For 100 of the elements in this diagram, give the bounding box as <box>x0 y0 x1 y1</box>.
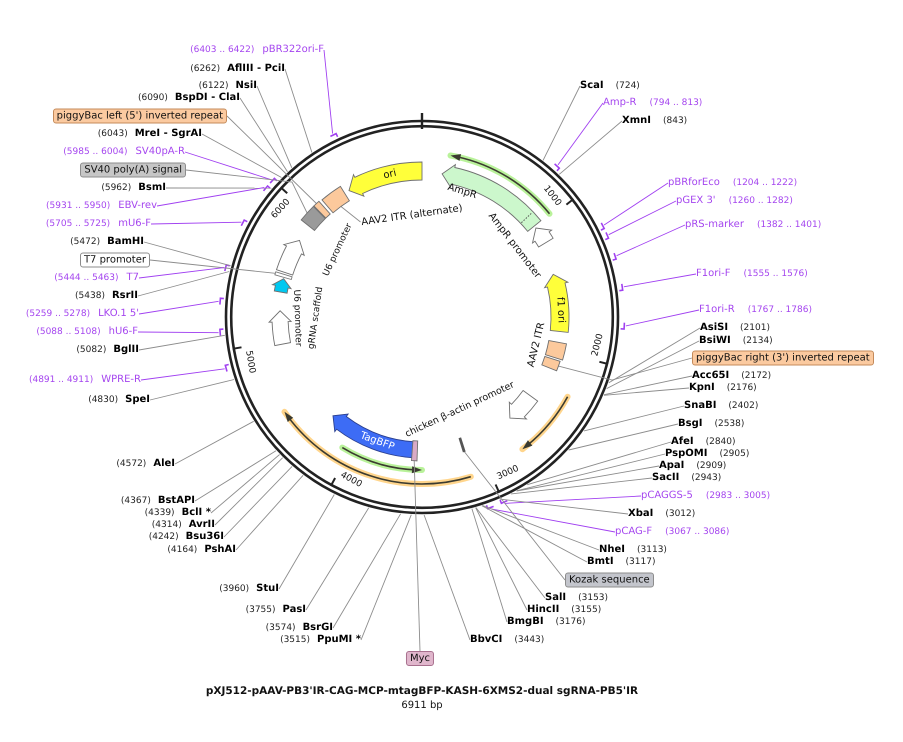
leader-line <box>568 424 678 450</box>
feature-label: SV40 poly(A) signal <box>80 162 186 178</box>
leader-line <box>481 505 588 562</box>
primer-name: F1ori-R <box>699 304 735 316</box>
enzyme-name: XmnI <box>622 115 651 127</box>
enzyme-name: SnaBI <box>684 400 716 412</box>
leader-line <box>526 442 672 486</box>
cut-site-position: (3443) <box>514 634 544 646</box>
cut-site-position: (2905) <box>719 448 750 460</box>
enzyme-name: BsiWI <box>699 335 731 347</box>
cut-site-position: (3012) <box>665 508 696 520</box>
enzyme-name: ScaI <box>580 80 604 92</box>
sequence-length: 6911 bp <box>401 699 443 712</box>
cut-site-position: (4339) <box>144 507 175 519</box>
feature-name: gRNA scaffold <box>306 286 326 350</box>
leader-line <box>504 496 642 504</box>
enzyme-name: PpuMI * <box>317 634 361 646</box>
leader-line <box>542 86 580 161</box>
primer-position: (1382 .. 1401) <box>756 219 822 231</box>
enzyme-name: ApaI <box>659 460 684 472</box>
primer-position: (1555 .. 1576) <box>743 268 808 280</box>
enzyme-name: BclI * <box>182 507 211 519</box>
primer-name: T7 <box>126 272 139 284</box>
primer-position: (5985 .. 6004) <box>63 146 128 158</box>
leader-line <box>194 450 276 502</box>
cut-site-position: (6090) <box>138 92 168 104</box>
leader-line <box>414 460 420 652</box>
leader-line <box>471 508 508 622</box>
leader-line <box>150 222 242 224</box>
leader-line <box>138 267 225 278</box>
enzyme-name: SpeI <box>125 394 150 406</box>
primer-name: Amp-R <box>603 97 636 109</box>
cut-site-position: (2176) <box>726 382 757 394</box>
leader-line <box>156 187 265 206</box>
leader-line <box>150 379 235 400</box>
primer-position: (6403 .. 6422) <box>190 44 254 56</box>
enzyme-name: BsgI <box>678 418 702 430</box>
enzyme-name: PspOMI <box>665 448 708 460</box>
cut-site-position: (6122) <box>198 80 229 92</box>
scale-label: 2000 <box>590 333 606 358</box>
cut-site-position: (5082) <box>76 344 106 356</box>
primer-position: (5705 .. 5725) <box>46 218 110 230</box>
cut-site-position: (3515) <box>280 634 310 646</box>
leader-line <box>424 514 470 640</box>
leader-line <box>278 494 335 590</box>
cut-site-position: (2538) <box>714 418 744 430</box>
enzyme-name: SalI <box>545 592 566 604</box>
cut-site-position: (843) <box>662 115 688 127</box>
leader-line <box>499 498 628 514</box>
map-title: pXJ512-pAAV-PB3'IR-CAG-MCP-mtagBFP-KASH-6XMS2-dual sgRNA-PB5'IR <box>206 685 638 698</box>
primer-name: pBR322ori-F <box>262 44 324 56</box>
leader-line <box>236 474 304 550</box>
leader-line <box>360 514 412 640</box>
cut-site-position: (3153) <box>578 592 608 604</box>
enzyme-name: PasI <box>282 604 306 616</box>
leader-line <box>150 260 276 274</box>
leader-line <box>516 466 660 492</box>
leader-line <box>558 120 622 175</box>
enzyme-name: BsrGI <box>302 622 333 634</box>
feature-name: ori <box>382 167 398 182</box>
leader-line <box>138 300 220 314</box>
leader-line <box>490 508 616 532</box>
enzyme-name: BstAPI <box>158 495 195 507</box>
cut-site-position: (2943) <box>691 472 722 484</box>
leader-line <box>482 505 600 550</box>
enzyme-name: Acc65I <box>692 370 730 382</box>
cut-site-position: (3960) <box>219 583 250 595</box>
enzyme-name: RsrII <box>112 290 138 302</box>
cut-site-position: (6262) <box>190 63 220 75</box>
scale-label: 3000 <box>495 464 520 482</box>
enzyme-name: BglII <box>113 344 139 356</box>
leader-line <box>340 206 361 222</box>
cut-site-position: (5962) <box>101 182 132 194</box>
primer-position: (5444 .. 5463) <box>54 272 119 284</box>
enzyme-name: BmtI <box>587 556 614 568</box>
cut-site-position: (4314) <box>152 519 182 531</box>
feature-name: AAV2 ITR <box>525 321 548 369</box>
cut-site-position: (4242) <box>148 531 179 543</box>
enzyme-name: KpnI <box>689 382 715 394</box>
enzyme-name: HincII <box>527 604 560 616</box>
leader-line <box>144 242 232 266</box>
enzyme-name: PshAI <box>204 544 236 556</box>
leader-line <box>510 478 652 494</box>
primer-name: F1ori-F <box>696 268 730 280</box>
leader-line <box>475 507 528 610</box>
cut-site-position: (4367) <box>120 495 151 507</box>
primer-position: (1767 .. 1786) <box>748 304 812 316</box>
feature-name: AAV2 ITR (alternate) <box>360 202 464 230</box>
primer-position: (5259 .. 5278) <box>26 308 90 320</box>
leader-line <box>558 358 692 380</box>
leader-line <box>226 116 317 204</box>
primer-name: mU6-F <box>118 218 151 230</box>
feature-label: piggyBac left (5') inverted repeat <box>52 108 227 124</box>
cut-site-position: (6043) <box>98 128 128 140</box>
leader-line <box>625 310 700 326</box>
primer-position: (794 .. 813) <box>650 97 702 109</box>
feature-name: f1 ori <box>553 296 566 324</box>
leader-line <box>174 420 254 464</box>
primer-name: pCAGGS-5 <box>641 490 693 502</box>
leader-line <box>606 340 700 390</box>
